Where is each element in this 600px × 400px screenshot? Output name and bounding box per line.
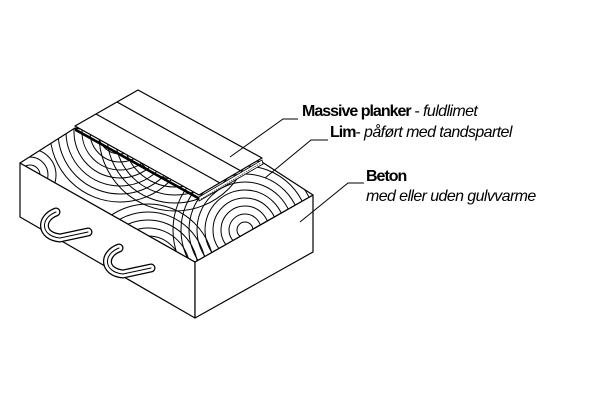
plank-seam-1 <box>95 113 221 184</box>
plank-seam-2 <box>116 101 242 172</box>
layer-separator-glue: - <box>355 124 365 141</box>
heating-pipes <box>40 207 156 279</box>
leader-glue <box>264 139 328 179</box>
layer-desc-planks: fuldlimet <box>423 103 478 120</box>
label-concrete: Beton <box>366 168 407 185</box>
heating-pipe-2 <box>103 243 156 279</box>
layer-desc-glue: påført med tandspartel <box>364 124 512 141</box>
leader-concrete <box>299 182 364 223</box>
layer-name-planks: Massive planker <box>302 103 412 120</box>
leader-planks <box>229 118 298 158</box>
solid-planks <box>74 89 263 196</box>
layer-separator-planks: - <box>410 103 424 120</box>
block-top-outline <box>19 127 314 263</box>
heating-pipe-1 <box>40 207 93 243</box>
label-concrete-desc: med eller uden gulvvarme <box>366 189 536 205</box>
glue-layer <box>75 128 264 202</box>
layer-desc-concrete: med eller uden gulvvarme <box>366 188 536 205</box>
label-glue: Lim- påført med tandspartel <box>330 125 512 141</box>
leader-lines <box>229 118 364 223</box>
label-planks: Massive planker - fuldlimet <box>302 103 478 120</box>
layer-name-concrete: Beton <box>366 168 407 185</box>
layer-name-glue: Lim <box>330 124 356 141</box>
